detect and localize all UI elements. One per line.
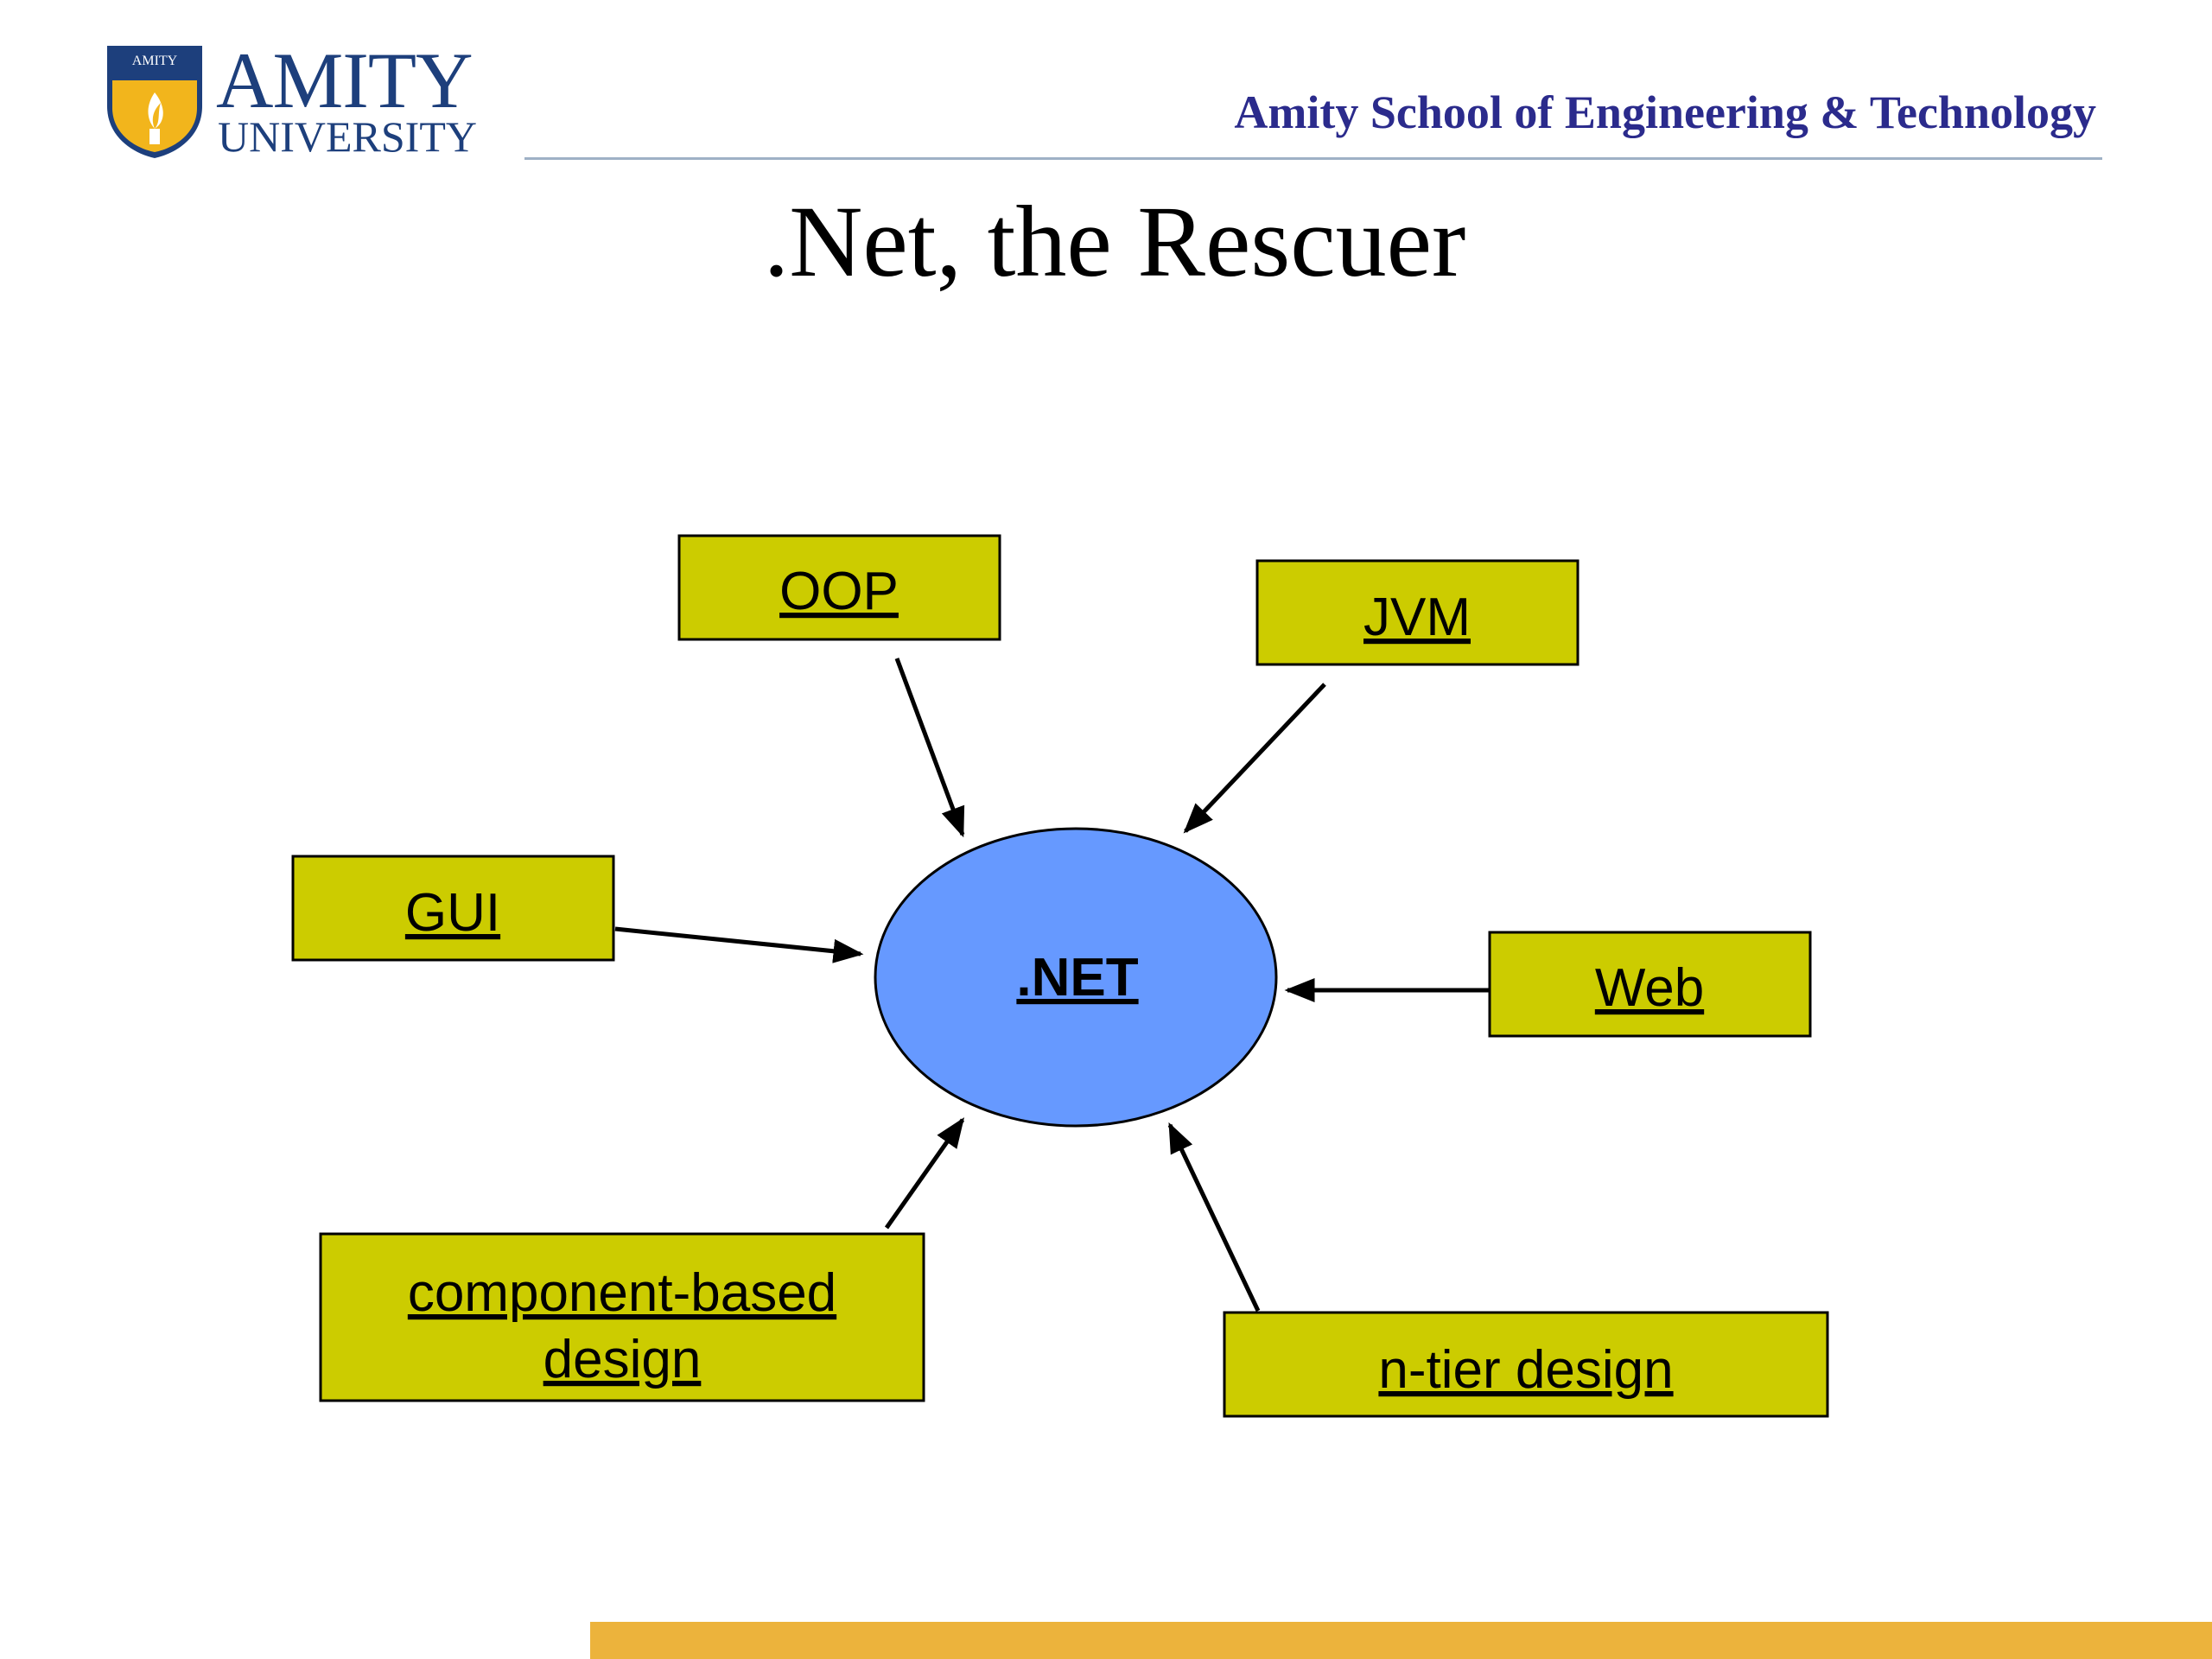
amity-logo: AMITY AMITY UNIVERSITY: [104, 39, 484, 160]
node-gui: GUI: [291, 855, 615, 962]
node-web-label: Web: [1595, 958, 1704, 1018]
arrow-oop-to-net: [894, 658, 965, 838]
center-node-label: .NET: [1016, 948, 1138, 1007]
node-component-label-line2: design: [543, 1330, 702, 1389]
shield-text: AMITY: [132, 54, 178, 68]
node-web: Web: [1488, 931, 1812, 1038]
arrow-jvm-to-net: [1183, 683, 1326, 834]
school-name: Amity School of Engineering & Technology: [1234, 86, 2096, 138]
arrow-gui-to-net: [614, 926, 864, 963]
header-divider: [524, 157, 2102, 160]
arrow-ntier-to-net: [1167, 1122, 1261, 1313]
node-jvm-label: JVM: [1363, 588, 1471, 647]
node-gui-label: GUI: [405, 883, 500, 943]
shield-icon: AMITY: [107, 46, 202, 158]
node-oop-label: OOP: [779, 562, 899, 621]
node-oop: OOP: [677, 534, 1001, 641]
logo-subtitle: UNIVERSITY: [218, 112, 477, 161]
center-node: .NET: [874, 827, 1278, 1128]
footer-accent-bar: [590, 1622, 2212, 1659]
node-jvm: JVM: [1255, 559, 1580, 666]
logo-wordmark: AMITY: [216, 36, 474, 124]
node-component-based-design: component-based design: [319, 1232, 925, 1402]
slide-title: .Net, the Rescuer: [763, 185, 1466, 298]
node-ntier-design: n-tier design: [1223, 1311, 1829, 1418]
node-component-label-line1: component-based: [408, 1263, 836, 1323]
node-ntier-label: n-tier design: [1378, 1340, 1673, 1400]
arrow-component-to-net: [884, 1117, 965, 1230]
